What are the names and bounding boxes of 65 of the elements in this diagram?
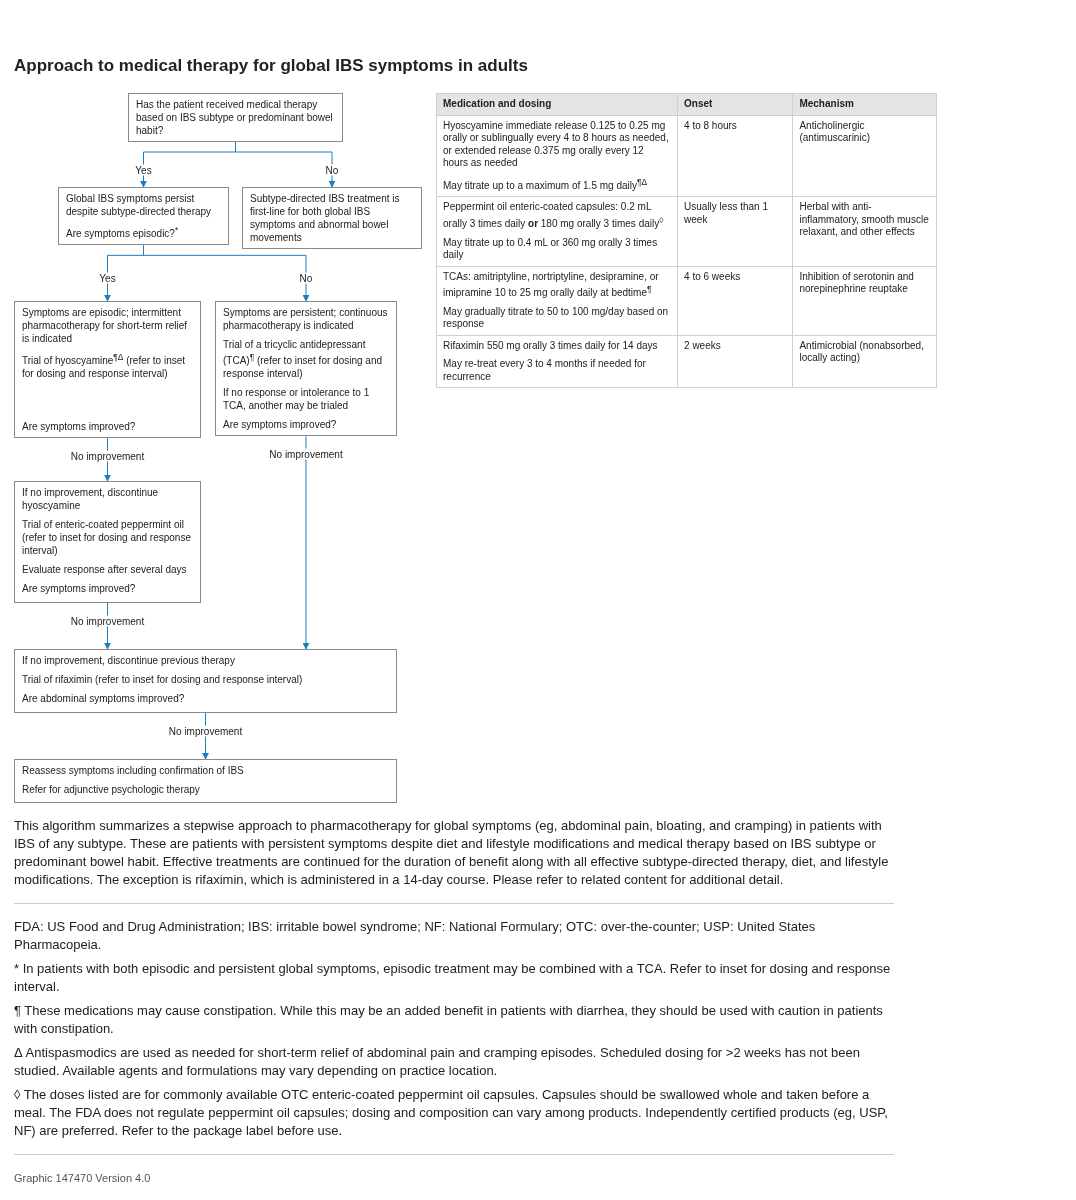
- edge-label: Yes: [133, 164, 154, 175]
- arrow: [143, 244, 310, 302]
- box-text: Are symptoms improved?: [22, 582, 137, 595]
- box-text: If no improvement, discontinue previous therapy: [22, 654, 236, 667]
- cell-text: May re-treat every 3 to 4 months if needed for recurrence: [443, 358, 647, 384]
- column-header: Onset: [677, 93, 793, 115]
- box-text: Reassess symptoms including confirmation of IBS: [22, 764, 245, 777]
- footnote-text: * In patients with both episodic and persistent global symptoms, episodic treatment may be combined with a TCA. Refer to inset for dosing and response interval.: [14, 960, 892, 996]
- box-text: Global IBS symptoms persist despite subtype-directed therapy: [66, 192, 213, 218]
- edge-label: No: [297, 272, 315, 284]
- edge-label: No improvement: [68, 450, 147, 462]
- footnote-text: FDA: US Food and Drug Administration; IBS: irritable bowel syndrome; NF: National Formulary; OTC: over-the-counter; USP: United States Pharmacopeia.: [14, 918, 817, 954]
- edge-label: No: [323, 164, 341, 175]
- table-cell: Usually less than 1 week: [677, 196, 793, 267]
- info-box: [242, 187, 422, 249]
- box-text: Has the patient received medical therapy based on IBS subtype or predominant bowel habit?: [136, 98, 334, 137]
- edge-label: Yes: [97, 272, 118, 284]
- table-cell: Herbal with anti-inflammatory, smooth muscle relaxant, and other effects: [792, 196, 937, 267]
- column-header: Medication and dosing: [436, 93, 678, 115]
- decision-box: [14, 649, 397, 713]
- footer-text: Graphic 147470 Version 4.0: [14, 1171, 152, 1186]
- table-cell: 2 weeks: [677, 335, 793, 388]
- box-text: Trial of enteric-coated peppermint oil (refer to inset for dosing and response interval): [22, 518, 192, 557]
- box-text: Are symptoms improved?: [22, 420, 137, 434]
- box-text: Evaluate response after several days: [22, 563, 188, 576]
- box-text: Symptoms are episodic; intermittent pharmacotherapy for short-term relief is indicated: [22, 306, 189, 345]
- cell-text: Hyoscyamine immediate release 0.125 to 0.25 mg orally or sublingually every 4 to 8 hours as needed, or extended release 0.375 mg orally every 12 hours as needed: [443, 119, 670, 170]
- decision-box: [14, 301, 201, 439]
- edge-label: No improvement: [68, 615, 147, 627]
- table-cell: 4 to 8 hours: [677, 115, 793, 197]
- box-text: Refer for adjunctive psychologic therapy: [22, 783, 201, 796]
- cell-text: May titrate up to a maximum of 1.5 mg daily$^{¶Δ}$: [443, 175, 648, 193]
- diagram-title: Approach to medical therapy for global IBS symptoms in adults: [14, 56, 528, 76]
- table-cell: Anticholinergic (antimuscarinic): [792, 115, 937, 197]
- box-text: If no improvement, discontinue hyoscyamine: [22, 486, 160, 512]
- table-cell: Inhibition of serotonin and norepinephrine reuptake: [792, 266, 937, 336]
- table-cell: Antimicrobial (nonabsorbed, locally acting): [792, 335, 937, 388]
- box-text: Trial of hyoscyamine$^{¶Δ}$ (refer to inset for dosing and response interval): [22, 351, 187, 381]
- outcome-box: [14, 759, 397, 803]
- box-text: Subtype-directed IBS treatment is first-line for both global IBS symptoms and abnormal bowel movements: [250, 192, 401, 244]
- table-cell: 4 to 6 weeks: [677, 266, 793, 336]
- box-text: Trial of rifaximin (refer to inset for dosing and response interval): [22, 673, 304, 686]
- decision-box: [215, 301, 397, 437]
- cell-text: TCAs: amitriptyline, nortriptyline, desipramine, or imipramine 10 to 25 mg orally daily at bedtime$^{¶}$: [443, 270, 660, 300]
- box-text: Are symptoms episodic?$^{*}$: [66, 224, 180, 241]
- cell-text: Rifaximin 550 mg orally 3 times daily for 14 days: [443, 340, 659, 353]
- cell-text: May titrate up to 0.4 mL or 360 mg orally 3 times daily: [443, 236, 659, 262]
- box-text: Trial of a tricyclic antidepressant (TCA)$^{¶}$ (refer to inset for dosing and response interval): [223, 338, 383, 381]
- box-text: Are abdominal symptoms improved?: [22, 692, 186, 705]
- question-box: [128, 93, 343, 142]
- footnote-text: ¶ These medications may cause constipation. While this may be an added benefit in patients with diarrhea, they should be used with caution in patients with constipation.: [14, 1002, 884, 1038]
- description-text: This algorithm summarizes a stepwise approach to pharmacotherapy for global symptoms (eg, abdominal pain, bloating, and cramping) in patients with IBS of any subtype. These are patients with persistent symptoms despite diet and lifestyle modifications and medical therapy based on IBS subtype or predominant bowel habit. Effective treatments are continued for the duration of benefit along with all effective subtype-directed therapy, diet, and lifestyle modifications. The exception is rifaximin, which is administered in a 14-day course. Please refer to related content for additional detail.: [14, 817, 890, 889]
- box-text: Are symptoms improved?: [223, 418, 338, 432]
- cell-text: Peppermint oil enteric-coated capsules: 0.2 mL orally 3 times daily or 180 mg orally 3 times daily$^{◊}$: [443, 201, 665, 231]
- edge-label: No improvement: [166, 725, 245, 737]
- box-text: If no response or intolerance to 1 TCA, another may be trialed: [223, 386, 371, 413]
- column-header: Mechanism: [792, 93, 937, 115]
- arrow: [302, 435, 310, 650]
- cell-text: May gradually titrate to 50 to 100 mg/day based on response: [443, 306, 670, 331]
- edge-label: No improvement: [267, 448, 345, 460]
- footnote-text: ◊ The doses listed are for commonly available OTC enteric-coated peppermint oil capsules. Capsules should be swallowed whole and taken before a meal. The FDA does not regulate peppermint oil capsules; dosing and composition can vary among products. Independently certified products (eg, USP, NF) are preferred. Refer to the package label before use.: [14, 1086, 889, 1140]
- decision-box: [58, 187, 229, 246]
- box-text: Symptoms are persistent; continuous pharmacotherapy is indicated: [223, 306, 389, 332]
- decision-box: [14, 481, 201, 603]
- footnote-text: Δ Antispasmodics are used as needed for short-term relief of abdominal pain and cramping episodes. Scheduled dosing for >2 weeks has not been studied. Available agents and formulations may vary depending on practice location.: [14, 1044, 861, 1080]
